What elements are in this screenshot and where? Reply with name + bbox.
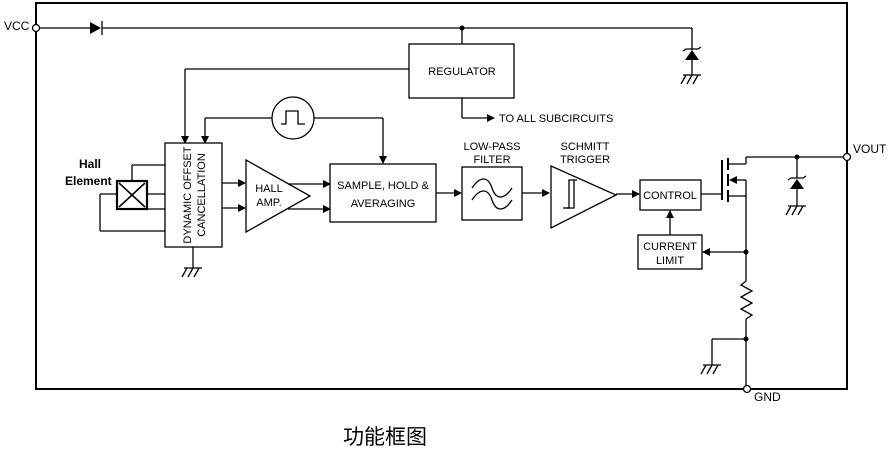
output-zener-ground-icon [785, 205, 806, 216]
package-outline [35, 2, 848, 390]
internal-ground-icon [700, 364, 721, 375]
vcc-label: VCC [4, 19, 30, 33]
low-pass-filter-block [461, 166, 523, 221]
sense-resistor-icon [739, 280, 754, 320]
sample-hold-label-line2: AVERAGING [351, 198, 416, 210]
gnd-pin: GND [742, 384, 781, 404]
hall-element-label-line2: Element [65, 174, 112, 188]
hall-amp-label-line1: HALL [255, 183, 283, 195]
current-limit-label-line1: CURRENT [643, 241, 697, 253]
regulator-label: REGULATOR [428, 66, 495, 78]
schmitt-trigger-block [550, 164, 618, 230]
output-mosfet-icon [721, 157, 747, 202]
sample-hold-label-line1: SAMPLE, HOLD & [337, 180, 429, 192]
schmitt-label-line1: SCHMITT [561, 141, 610, 153]
regulator-block: REGULATOR [408, 43, 515, 99]
input-diode-icon [90, 22, 101, 34]
hall-element-icon [115, 179, 149, 211]
vcc-pin: VCC [4, 19, 41, 33]
dynamic-offset-cancellation-block: DYNAMIC OFFSET CANCELLATION [164, 142, 223, 248]
dynamic-offset-label-line2: CANCELLATION [196, 153, 208, 237]
current-limit-label-line2: LIMIT [656, 255, 684, 267]
sample-hold-averaging-block: SAMPLE, HOLD & AVERAGING [329, 163, 437, 223]
vout-label: VOUT [853, 142, 887, 156]
vcc-zener-icon [682, 46, 702, 60]
to-all-subcircuits-label: TO ALL SUBCIRCUITS [499, 113, 613, 125]
low-pass-label-line2: FILTER [473, 154, 510, 166]
control-label: CONTROL [643, 190, 697, 202]
hall-element-label-line1: Hall [79, 157, 101, 171]
schmitt-label-line2: TRIGGER [560, 154, 610, 166]
current-limit-block: CURRENT LIMIT [637, 234, 703, 270]
hall-amp-label-line2: AMP. [256, 197, 281, 209]
vcc-rail [40, 21, 702, 85]
control-block: CONTROL [639, 179, 702, 211]
low-pass-label-line1: LOW-PASS [463, 141, 520, 153]
vcc-zener-ground-icon [680, 74, 701, 85]
dynamic-offset-label-line1: DYNAMIC OFFSET [182, 146, 194, 243]
clock-oscillator-icon [271, 96, 315, 140]
gnd-label: GND [754, 390, 781, 404]
hall-amp-block: HALL AMP. [245, 158, 312, 234]
output-zener-icon [787, 175, 807, 189]
offset-ground-icon [181, 267, 202, 278]
vout-pin: VOUT [842, 142, 887, 162]
diagram-caption: 功能框图 [343, 425, 427, 449]
